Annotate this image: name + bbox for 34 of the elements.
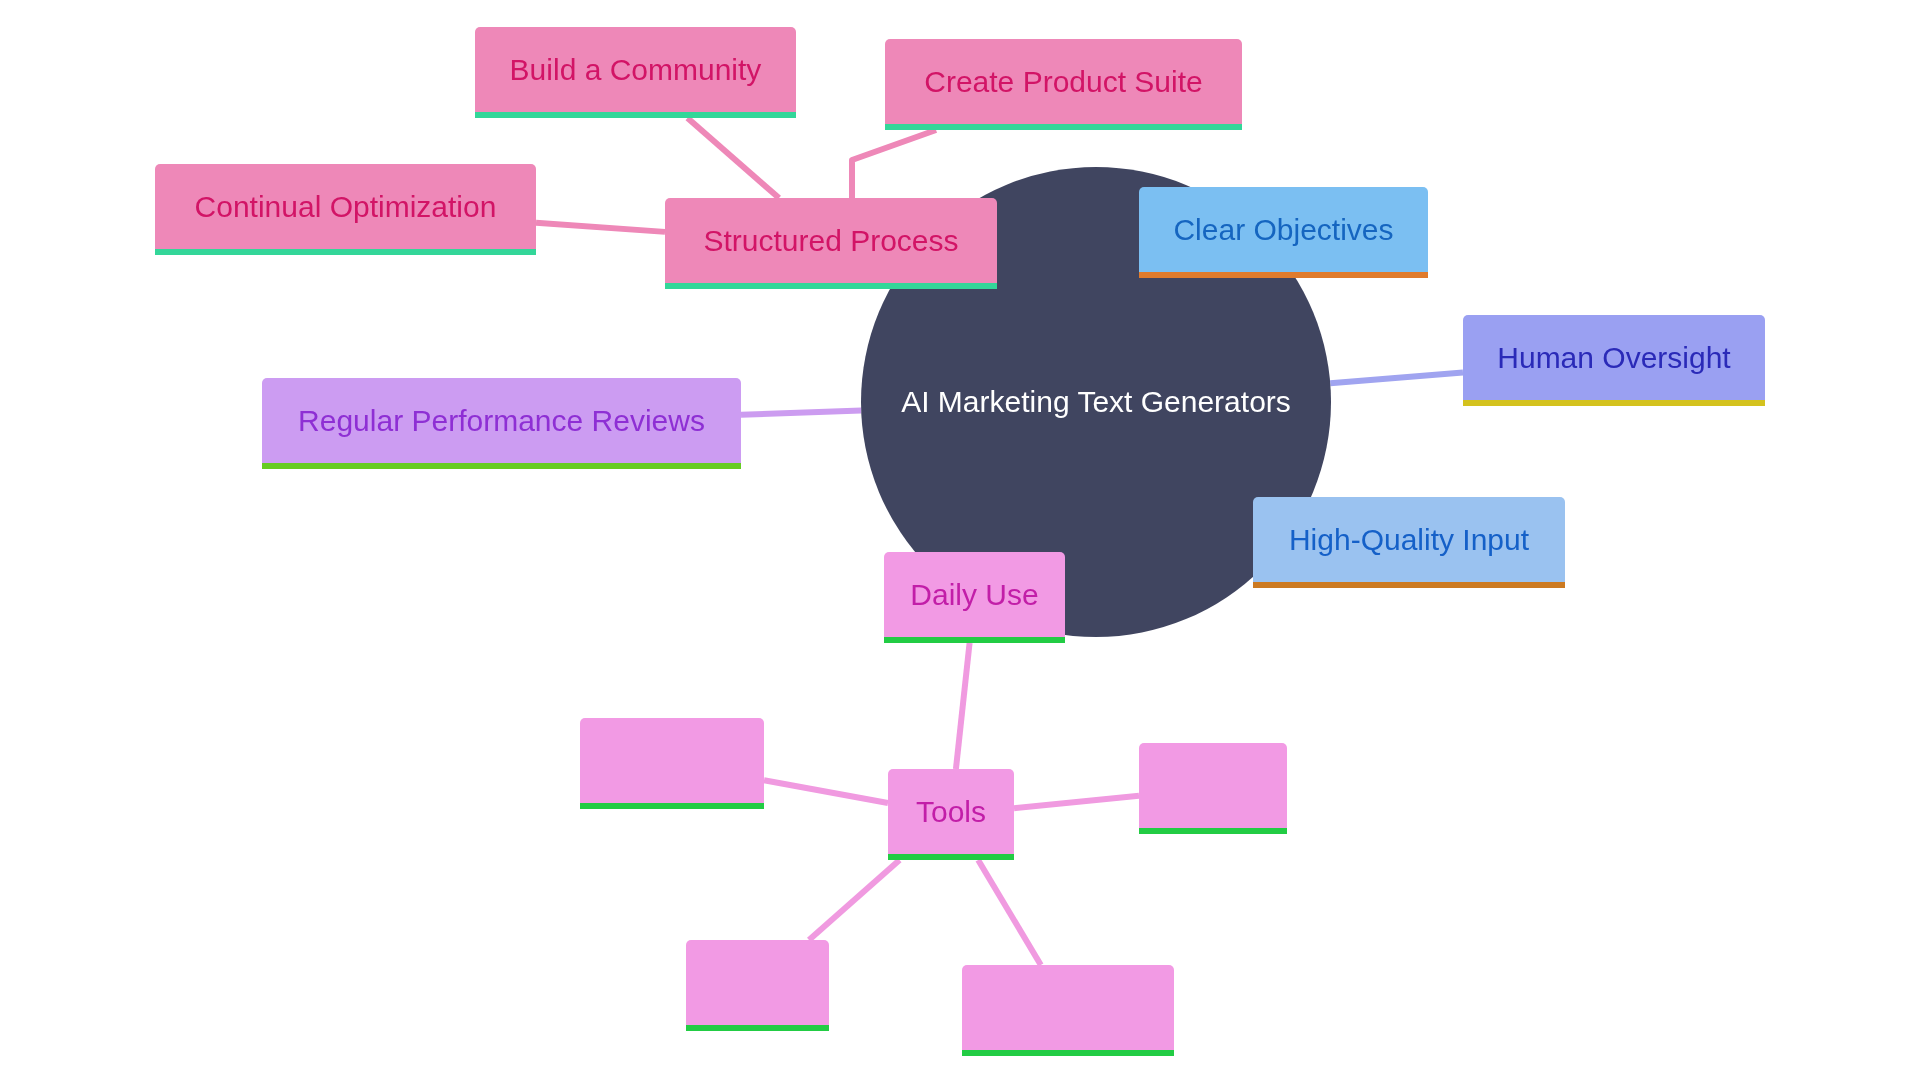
connector-line: [763, 777, 889, 806]
node-label: Continual Optimization: [194, 189, 497, 224]
topic-box: [665, 198, 997, 289]
connector-line: [740, 407, 862, 418]
topic-box: [1139, 187, 1428, 278]
node-label: Daily Use: [910, 577, 1039, 612]
empty-box: [962, 965, 1174, 1056]
topic-box: [885, 39, 1242, 130]
connector-line: [849, 127, 938, 198]
node-label: High-Quality Input: [1288, 522, 1530, 557]
empty-box: [686, 940, 829, 1031]
empty-box: [580, 718, 764, 809]
node-label: Clear Objectives: [1173, 212, 1394, 247]
topic-box: [888, 769, 1014, 860]
node-label: AI Marketing Text Generators: [901, 385, 1291, 419]
connector-line: [685, 115, 781, 201]
topic-box: [1253, 497, 1565, 588]
connector-line: [975, 858, 1044, 967]
node-label: Tools: [915, 794, 986, 829]
connector-line: [535, 219, 666, 235]
connector-line: [1013, 792, 1140, 812]
topic-box: [262, 378, 741, 469]
node-label: Build a Community: [509, 52, 762, 87]
topic-box: [1463, 315, 1765, 406]
node-label: Human Oversight: [1497, 340, 1731, 375]
empty-box: [1139, 743, 1287, 834]
topic-box: [155, 164, 536, 255]
connector-line: [952, 642, 973, 770]
topic-box: [475, 27, 796, 118]
connector-line: [807, 857, 902, 943]
node-label: Structured Process: [703, 223, 959, 258]
node-label: Create Product Suite: [924, 64, 1203, 99]
connector-line: [1330, 369, 1464, 387]
node-label: Regular Performance Reviews: [298, 403, 705, 438]
